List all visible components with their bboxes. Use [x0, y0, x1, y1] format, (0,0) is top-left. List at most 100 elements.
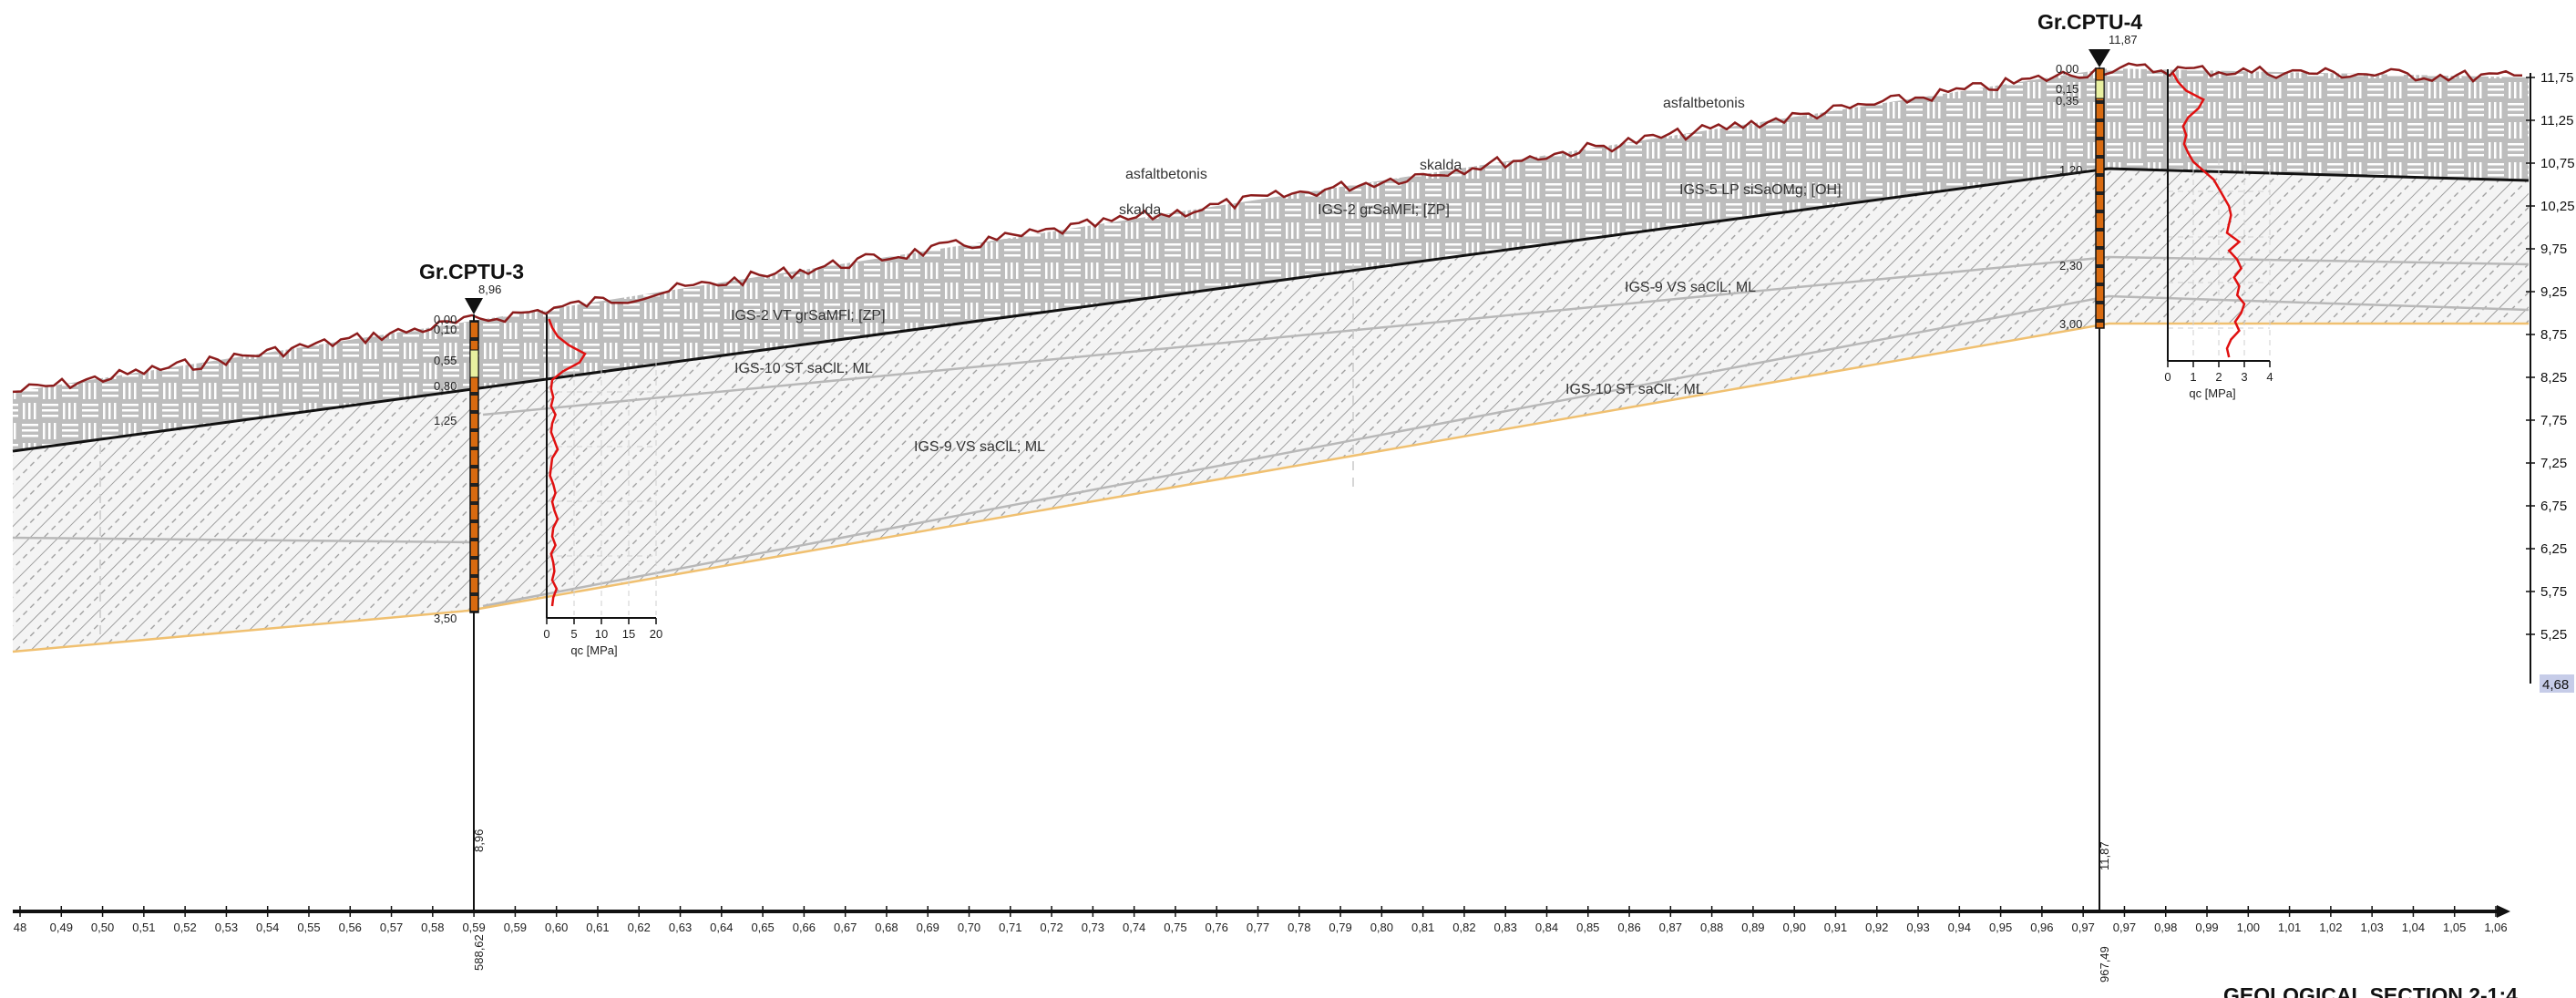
elevation-scale: 11,7511,2510,7510,259,759,258,758,257,75… [2526, 70, 2575, 693]
distance-tick-label: 1,03 [2360, 921, 2383, 934]
cpt-curve [548, 318, 587, 607]
elevation-tick-label: 7,25 [2540, 456, 2567, 471]
distance-tick-label: 0,61 [586, 921, 609, 934]
distance-tick-label: 0,83 [1494, 921, 1517, 934]
distance-tick-label: 0,88 [1700, 921, 1723, 934]
cpt-tick-label: 1 [2190, 370, 2196, 384]
distance-tick-label: 0,76 [1206, 921, 1228, 934]
distance-tick-label: 0,63 [669, 921, 692, 934]
elevation-tick-label: 6,25 [2540, 541, 2567, 557]
distance-tick-label: 0,98 [2154, 921, 2177, 934]
distance-tick-label: 0,97 [2072, 921, 2095, 934]
elevation-tick-label: 11,75 [2540, 70, 2573, 86]
distance-tick-label: 0,68 [875, 921, 898, 934]
cpt-tick-label: 2 [2215, 370, 2222, 384]
layer-label: IGS-2 VT grSaMFl; [ZP] [731, 308, 886, 324]
depth-label: 0,10 [434, 323, 457, 336]
layer-label: IGS-10 ST saClL; ML [734, 361, 873, 376]
distance-tick-label: 0,59 [504, 921, 527, 934]
depth-label: 0,80 [434, 379, 457, 393]
elevation-tick-label: 6,75 [2540, 499, 2567, 514]
distance-tick-label: 0,66 [793, 921, 816, 934]
distance-tick-label: 0,84 [1535, 921, 1558, 934]
cpt-tick-label: 0 [543, 627, 549, 641]
elevation-tick-label: 7,75 [2540, 413, 2567, 428]
cpt-axis-title: qc [MPa] [570, 643, 617, 657]
borehole-top-elevation: 11,87 [2109, 33, 2138, 46]
layer-label: asfaltbetonis [1125, 167, 1207, 182]
distance-tick-label: 0,78 [1288, 921, 1310, 934]
distance-tick-label: 0,95 [1989, 921, 2012, 934]
distance-tick-label: 1,02 [2319, 921, 2342, 934]
cpt-tick-label: 5 [570, 627, 577, 641]
distance-tick-label: 0,52 [173, 921, 196, 934]
borehole-cptu-4: Gr.CPTU-4 11,87 0,00 0,15 0,35 1,20 2,30… [2037, 10, 2273, 983]
borehole-chainage: 967,49 [2098, 946, 2111, 983]
layer-label: skalda [1420, 158, 1462, 173]
depth-label: 1,25 [434, 414, 457, 427]
distance-tick-label: 0,80 [1370, 921, 1393, 934]
cpt-tick-label: 15 [622, 627, 635, 641]
cpt-curve [2171, 72, 2246, 358]
borehole-chainage: 588,62 [472, 934, 486, 971]
distance-tick-label: 0,97 [2113, 921, 2136, 934]
distance-tick-label: 0,65 [751, 921, 774, 934]
elevation-tick-label: 5,25 [2540, 627, 2567, 643]
depth-label: 1,20 [2059, 163, 2082, 177]
distance-tick-label: 0,56 [339, 921, 362, 934]
axis-arrow-icon [2497, 905, 2510, 918]
distance-tick-label: 0,49 [50, 921, 73, 934]
distance-tick-label: 0,79 [1329, 921, 1351, 934]
distance-tick-label: 1,05 [2443, 921, 2466, 934]
section-title: GEOLOGICAL SECTION 2-1:4 [2223, 983, 2518, 998]
layer-label: IGS-2 grSaMFl; [ZP] [1318, 202, 1450, 218]
cpt-tick-label: 4 [2266, 370, 2273, 384]
fill-layer-boundary [12, 167, 2530, 453]
distance-tick-label: 0,58 [421, 921, 444, 934]
distance-tick-label: 0,71 [999, 921, 1021, 934]
elevation-tick-label: 10,75 [2540, 156, 2575, 171]
inner-layer-boundaries [12, 255, 2530, 608]
borehole-column [2095, 67, 2105, 329]
distance-tick-label: 1,04 [2402, 921, 2425, 934]
distance-tick-label: 0,50 [91, 921, 114, 934]
borehole-column-segment [2095, 79, 2105, 99]
distance-tick-label: 48 [14, 921, 26, 934]
depth-label: 3,00 [2059, 317, 2082, 331]
cpt-tick-label: 0 [2164, 370, 2171, 384]
distance-tick-label: 0,93 [1906, 921, 1929, 934]
distance-tick-label: 0,91 [1824, 921, 1847, 934]
distance-tick-label: 0,53 [215, 921, 238, 934]
borehole-title: Gr.CPTU-4 [2037, 10, 2142, 34]
layer-label: IGS-5 LP siSaOMg; [OH] [1679, 182, 1842, 198]
distance-tick-label: 0,67 [834, 921, 857, 934]
distance-tick-label: 0,72 [1040, 921, 1062, 934]
elevation-tick-label: 9,75 [2540, 242, 2567, 257]
distance-tick-label: 0,82 [1452, 921, 1475, 934]
borehole-cptu-3: Gr.CPTU-3 8,96 0,00 0,10 0,55 0,80 1,25 … [419, 260, 662, 971]
elevation-tick-label: 10,25 [2540, 199, 2575, 214]
depth-label: 0,15 [2056, 82, 2078, 96]
distance-tick-label: 1,01 [2278, 921, 2301, 934]
cpt-tick-label: 10 [595, 627, 608, 641]
elevation-tick-label: 8,75 [2540, 327, 2567, 343]
distance-tick-label: 0,86 [1617, 921, 1640, 934]
layer-label: IGS-9 VS saClL; ML [1625, 280, 1756, 295]
distance-tick-label: 0,74 [1123, 921, 1145, 934]
depth-label: 0,00 [2056, 62, 2078, 76]
borehole-title: Gr.CPTU-3 [419, 260, 524, 283]
borehole-column [469, 320, 479, 613]
elevation-tick-label: 11,25 [2540, 113, 2573, 129]
clay-layer-body [13, 169, 2529, 652]
distance-tick-label: 0,59 [462, 921, 485, 934]
distance-tick-label: 0,70 [958, 921, 980, 934]
layer-labels: asfaltbetonis asfaltbetonis skalda skald… [731, 96, 1842, 455]
layer-label: IGS-10 ST saClL; ML [1565, 382, 1704, 397]
depth-label: 0,00 [434, 313, 457, 326]
distance-tick-label: 0,55 [297, 921, 320, 934]
borehole-top-elevation: 8,96 [478, 283, 501, 296]
